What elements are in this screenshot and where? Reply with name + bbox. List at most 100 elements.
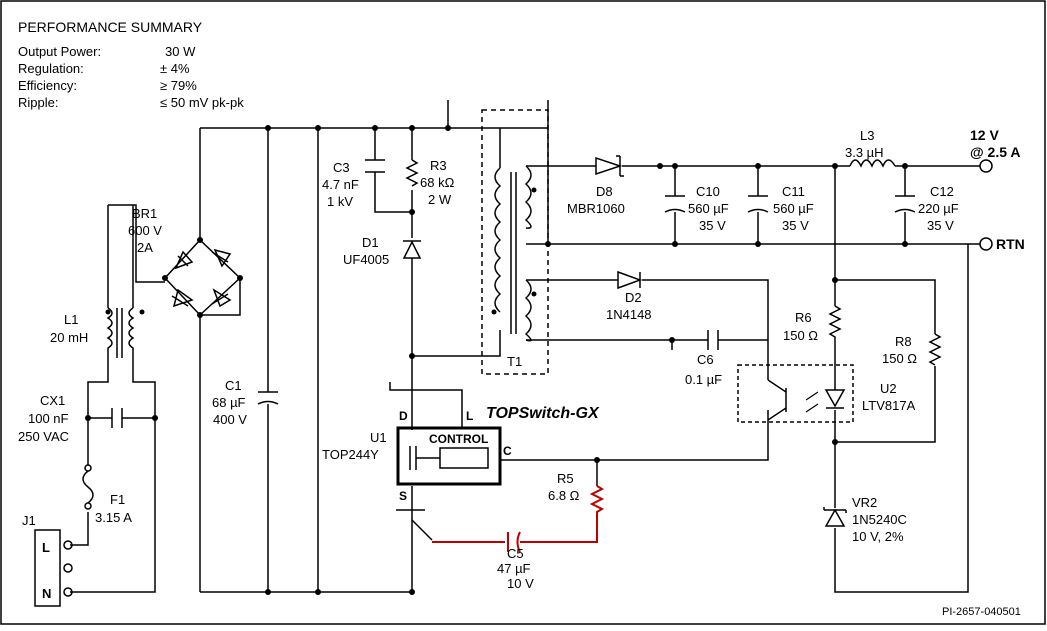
summary-value: ≤ 50 mV pk-pk <box>160 95 244 110</box>
resistor-r6: R6 150 Ω <box>783 305 842 343</box>
output-current: @ 2.5 A <box>970 144 1020 160</box>
resistor-r8: R8 150 Ω <box>882 333 942 366</box>
d8-part: MBR1060 <box>567 201 625 216</box>
u1-ref: U1 <box>370 430 387 445</box>
cx1-voltage: 250 VAC <box>18 429 69 444</box>
output-return: RTN <box>996 236 1025 252</box>
u1-part: TOP244Y <box>322 447 379 462</box>
r3-power: 2 W <box>428 192 452 207</box>
capacitor-c3: C3 4.7 nF 1 kV <box>322 159 385 209</box>
c1-value: 68 µF <box>212 395 246 410</box>
choke-l1: L1 20 mH <box>50 205 145 358</box>
u1-pin-s: S <box>399 489 407 503</box>
capacitor-cx1: CX1 100 nF 250 VAC <box>18 393 123 444</box>
capacitor-c5: C5 47 µF 10 V <box>432 531 534 591</box>
br1-current: 2A <box>137 240 153 255</box>
u1-control-label: CONTROL <box>429 432 488 446</box>
r3-value: 68 kΩ <box>420 175 455 190</box>
summary-value: 30 W <box>165 44 196 59</box>
c11-voltage: 35 V <box>782 218 809 233</box>
c12-value: 220 µF <box>918 201 959 216</box>
u2-ref: U2 <box>880 381 897 396</box>
j1-ref: J1 <box>22 513 36 528</box>
capacitor-c1: C1 68 µF 400 V <box>212 378 279 427</box>
summary-value: ± 4% <box>160 61 190 76</box>
fuse-f1: F1 3.15 A <box>82 464 132 525</box>
output-voltage: 12 V <box>970 127 999 143</box>
connector-j1: J1 L N <box>22 513 73 607</box>
u1-pin-d: D <box>399 409 408 423</box>
diode-d8: D8 MBR1060 <box>567 155 625 216</box>
f1-ref: F1 <box>110 492 125 507</box>
c6-ref: C6 <box>697 352 714 367</box>
vr2-rating: 10 V, 2% <box>852 529 904 544</box>
d2-ref: D2 <box>625 290 642 305</box>
f1-value: 3.15 A <box>95 510 132 525</box>
capacitor-c6: C6 0.1 µF <box>685 330 722 387</box>
r8-ref: R8 <box>895 334 912 349</box>
br1-ref: BR1 <box>132 206 157 221</box>
controller-u1: CONTROL D L C S U1 TOP244Y TOPSwitch-GX <box>322 405 600 503</box>
capacitor-c10: C10 560 µF 35 V <box>664 184 729 233</box>
zener-vr2: VR2 1N5240C 10 V, 2% <box>823 495 907 544</box>
summary-label: Output Power: <box>18 44 101 59</box>
c3-ref: C3 <box>333 160 350 175</box>
r8-value: 150 Ω <box>882 351 917 366</box>
c1-ref: C1 <box>225 378 242 393</box>
j1-pin-n: N <box>42 586 51 601</box>
u1-pin-c: C <box>503 444 512 458</box>
r6-value: 150 Ω <box>783 328 818 343</box>
d8-ref: D8 <box>596 184 613 199</box>
diode-d1: D1 UF4005 <box>343 235 422 267</box>
cx1-ref: CX1 <box>40 393 65 408</box>
c5-voltage: 10 V <box>507 576 534 591</box>
resistor-r3: R3 68 kΩ 2 W <box>405 158 455 207</box>
topswitch-label: TOPSwitch-GX <box>486 405 600 422</box>
c10-value: 560 µF <box>688 201 729 216</box>
l3-value: 3.3 µH <box>845 145 884 160</box>
cx1-value: 100 nF <box>28 411 69 426</box>
output-terminals: 12 V @ 2.5 A RTN <box>970 127 1025 252</box>
c10-voltage: 35 V <box>699 218 726 233</box>
c5-ref: C5 <box>507 546 524 561</box>
d1-ref: D1 <box>362 235 379 250</box>
vr2-ref: VR2 <box>852 495 877 510</box>
c11-value: 560 µF <box>773 201 814 216</box>
c3-voltage: 1 kV <box>327 194 353 209</box>
l3-ref: L3 <box>860 128 874 143</box>
inductor-l3: L3 3.3 µH <box>845 128 896 168</box>
c12-voltage: 35 V <box>927 218 954 233</box>
j1-pin-l: L <box>42 540 50 555</box>
d1-part: UF4005 <box>343 252 389 267</box>
summary-label: Regulation: <box>18 61 84 76</box>
u2-part: LTV817A <box>862 398 916 413</box>
c5-value: 47 µF <box>497 561 531 576</box>
bridge-rectifier-br1: BR1 600 V 2A <box>128 206 242 317</box>
c6-value: 0.1 µF <box>685 372 722 387</box>
wires <box>70 100 980 593</box>
diode-d2: D2 1N4148 <box>606 270 652 322</box>
br1-voltage: 600 V <box>128 223 162 238</box>
r5-ref: R5 <box>557 471 574 486</box>
c1-voltage: 400 V <box>213 412 247 427</box>
t1-ref: T1 <box>507 354 522 369</box>
u1-pin-l: L <box>466 409 473 423</box>
performance-summary: PERFORMANCE SUMMARY Output Power: 30 W R… <box>18 19 244 110</box>
summary-title: PERFORMANCE SUMMARY <box>18 19 203 35</box>
vr2-part: 1N5240C <box>852 512 907 527</box>
resistor-r5: R5 6.8 Ω <box>520 471 605 543</box>
summary-label: Ripple: <box>18 95 58 110</box>
summary-label: Efficiency: <box>18 78 77 93</box>
drawing-id: PI-2657-040501 <box>942 606 1021 618</box>
transformer-t1: T1 <box>481 109 549 375</box>
r3-ref: R3 <box>430 158 447 173</box>
capacitor-c11: C11 560 µF 35 V <box>747 184 814 233</box>
d2-part: 1N4148 <box>606 307 652 322</box>
summary-value: ≥ 79% <box>160 78 197 93</box>
c3-value: 4.7 nF <box>322 177 359 192</box>
optocoupler-u2: U2 LTV817A <box>737 364 916 423</box>
r6-ref: R6 <box>795 310 812 325</box>
